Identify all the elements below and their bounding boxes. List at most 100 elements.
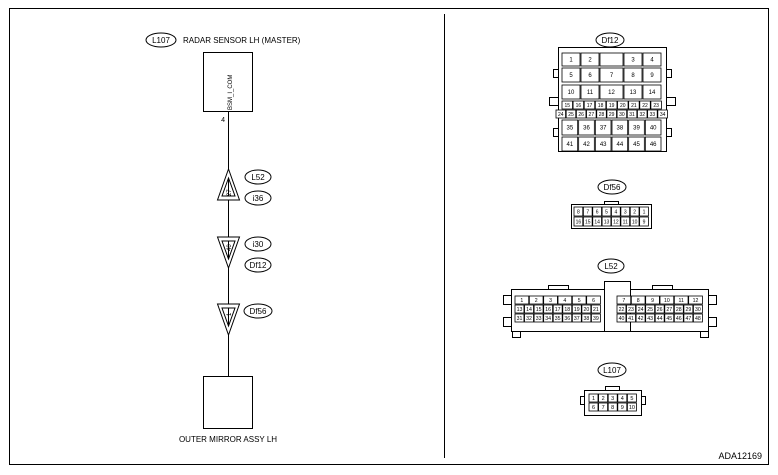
pin-number: 41: [566, 142, 573, 148]
pin-number: 25: [647, 307, 653, 313]
pin-cavity: [611, 136, 629, 152]
pin-cavity: [561, 119, 579, 136]
pin-number: 23: [653, 103, 659, 109]
pin-number: 7: [610, 73, 614, 79]
pin-cavity: [592, 206, 602, 217]
pin-cavity: [561, 84, 581, 100]
pin-cavity: [598, 393, 608, 403]
pin-number: 17: [555, 307, 561, 313]
pin-number: 6: [596, 209, 599, 215]
l107-label: L107: [603, 366, 621, 375]
sensor-connector-oval: [145, 32, 177, 48]
pin-cavity: [571, 313, 582, 323]
pin-number: 5: [578, 298, 581, 304]
pin-cavity: [659, 295, 675, 305]
pin-cavity: [588, 393, 599, 403]
pin-cavity: [626, 313, 636, 323]
pin-cavity: [616, 313, 627, 323]
pin-number: 31: [517, 316, 523, 322]
pin-cavity: [628, 136, 645, 152]
pin-cavity: [591, 304, 601, 314]
pin-cavity: [639, 216, 649, 227]
pin-number: 39: [633, 126, 640, 132]
connector-bottom-oval: [244, 257, 272, 273]
pin-number: 40: [650, 126, 657, 132]
pin-cavity: [514, 304, 525, 314]
pin-cavity: [616, 304, 627, 314]
pin-cavity: [628, 100, 640, 110]
pin-number: 11: [679, 298, 684, 304]
pin-number: 12: [608, 90, 615, 96]
pin-number: 33: [650, 112, 656, 118]
pin-number: 37: [600, 126, 607, 132]
pin-cavity: [620, 216, 631, 227]
pin-cavity: [629, 216, 640, 227]
pin-number: 44: [616, 142, 623, 148]
pin-number: 10: [568, 90, 575, 96]
pin-number: 38: [583, 316, 589, 322]
pin-cavity: [543, 313, 554, 323]
pin-number: 15: [585, 219, 591, 225]
pin-number: 16: [576, 103, 582, 109]
pin-cavity: [582, 206, 593, 217]
pin-cavity: [645, 304, 656, 314]
pin-number: 37: [574, 316, 580, 322]
pin-cavity: [606, 109, 617, 119]
connector-i30-df12: 40 i30 Df12: [216, 236, 272, 273]
pin-cavity: [580, 52, 600, 67]
pin-cavity: [524, 313, 534, 323]
pin-cavity: [673, 313, 684, 323]
pin-number: 6: [592, 405, 595, 411]
pin-cavity: [561, 52, 581, 67]
outer-mirror-box: [203, 376, 253, 429]
pin-number: 1: [569, 58, 573, 64]
pin-number: 36: [583, 126, 590, 132]
l52-label-oval: [597, 258, 625, 274]
df56-label: Df56: [604, 183, 621, 192]
connector-down-arrow: [216, 303, 241, 337]
pin-cavity: [514, 313, 525, 323]
connector-down-arrow: [216, 236, 241, 270]
pin-cavity: [628, 119, 645, 136]
pin-cavity: [664, 304, 675, 314]
pin-cavity: [630, 295, 646, 305]
pin-number: 32: [526, 316, 532, 322]
pin-number: 4: [563, 298, 566, 304]
pin-number: 22: [619, 307, 625, 313]
pin-cavity: [528, 295, 544, 305]
pin-number: 11: [623, 219, 628, 225]
pin-number: 21: [593, 307, 599, 313]
pin-number: 48: [695, 316, 701, 322]
sensor-pin-label: BSM_I_COM: [228, 75, 234, 110]
pin-number: 31: [629, 112, 635, 118]
pin-cavity: [561, 136, 579, 152]
pin-number: 2: [535, 298, 538, 304]
pin-number: 6: [592, 298, 595, 304]
pin-number: 7: [622, 298, 625, 304]
pin-cavity: [594, 136, 612, 152]
pin-number: 2: [602, 396, 605, 402]
pin-number: 40: [619, 316, 625, 322]
left-panel: L107 RADAR SENSOR LH (MASTER) BSM_I_COM …: [145, 32, 301, 444]
pin-number: 15: [564, 103, 570, 109]
sensor-title: RADAR SENSOR LH (MASTER): [183, 36, 301, 45]
pin-number: 42: [583, 142, 590, 148]
pin-cavity: [583, 100, 596, 110]
pin-cavity: [599, 67, 624, 83]
pin-cavity: [552, 304, 563, 314]
pin-cavity: [562, 304, 573, 314]
pin-cavity: [573, 206, 584, 217]
pin-number: 11: [587, 90, 594, 96]
pin-number: 45: [666, 316, 672, 322]
pin-number: 10: [632, 219, 638, 225]
pin-number: 46: [676, 316, 682, 322]
pin-number: 44: [657, 316, 663, 322]
pin-cavity: [642, 84, 662, 100]
pin-number: 25: [568, 112, 574, 118]
pin-number: 4: [621, 396, 624, 402]
pin-cavity: [543, 295, 558, 305]
pin-number: 38: [616, 126, 623, 132]
